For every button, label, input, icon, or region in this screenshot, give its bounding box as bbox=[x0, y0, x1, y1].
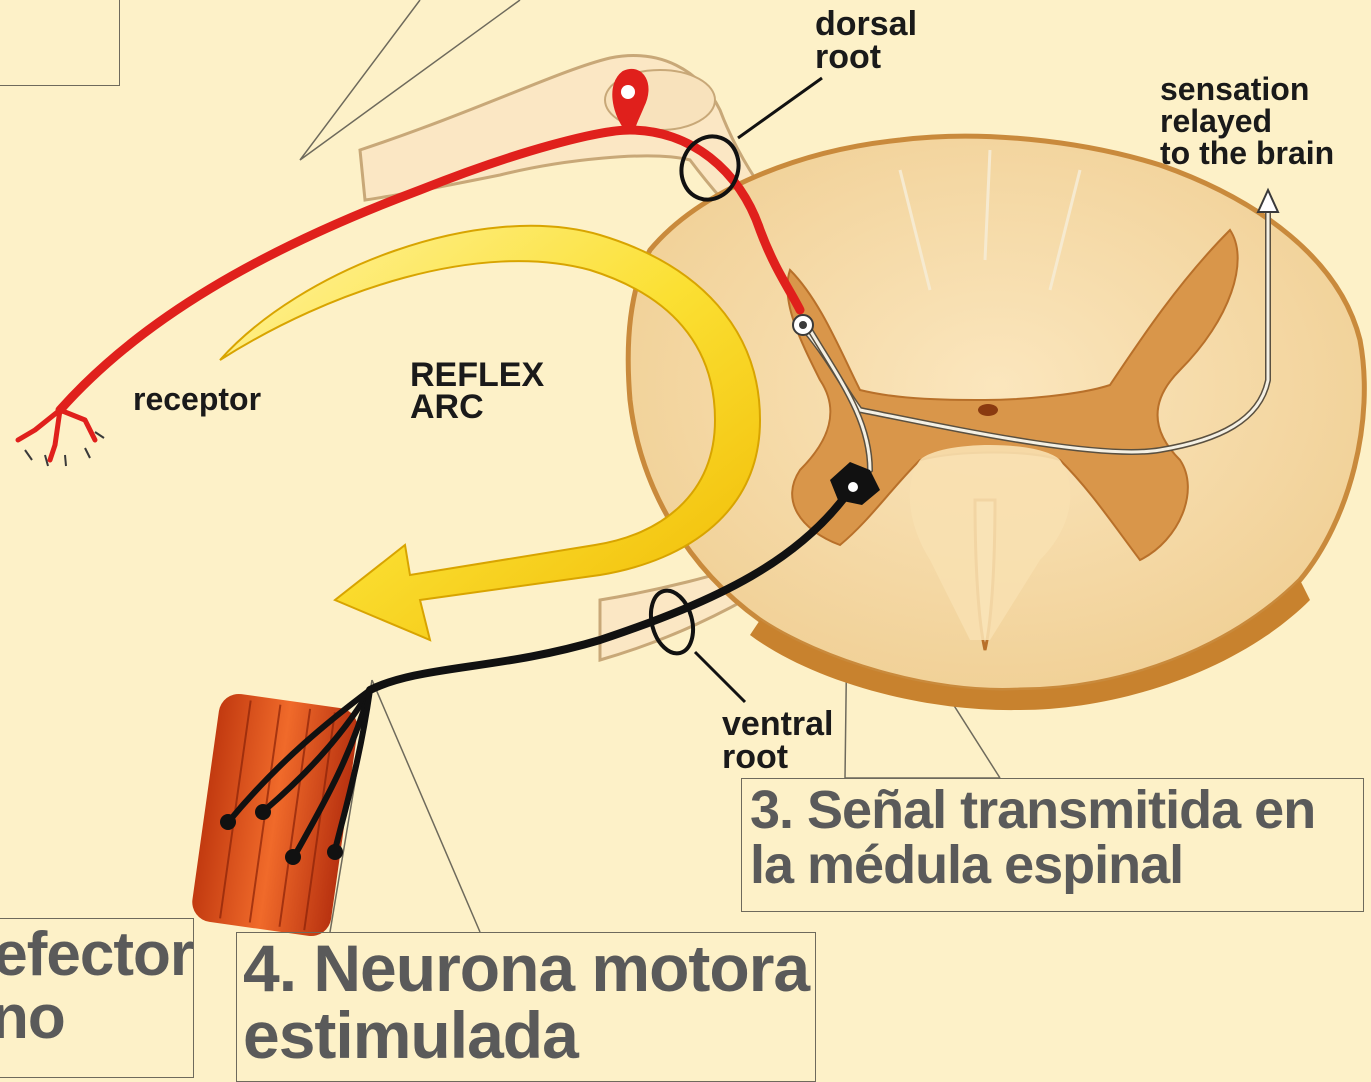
callout-step-4: 4. Neurona motora estimulada bbox=[236, 932, 816, 1082]
callout-step-5-line-1: efector bbox=[0, 923, 193, 986]
central-canal bbox=[978, 404, 998, 416]
reflex-arc-label: REFLEX ARC bbox=[410, 356, 554, 426]
callout-step-5-line-2: no bbox=[0, 986, 193, 1049]
callout-step-3-line-2: la médula espinal bbox=[750, 838, 1363, 893]
callout-step-3: 3. Señal transmitida en la médula espina… bbox=[741, 778, 1364, 912]
ventral-root-label: ventral root bbox=[722, 705, 843, 776]
sensation-label: sensation relayed to the brain bbox=[1160, 71, 1334, 171]
callout-step-3-line-1: 3. Señal transmitida en bbox=[750, 783, 1363, 838]
receptor-label: receptor bbox=[133, 381, 261, 417]
arrow-up-icon bbox=[1258, 190, 1278, 212]
dorsal-root-label: dorsal root bbox=[815, 5, 927, 76]
callout-box-partial-top bbox=[0, 0, 120, 86]
callout-step-5-partial: efector no bbox=[0, 918, 194, 1078]
callout-step-4-line-2: estimulada bbox=[243, 1002, 815, 1069]
callout-step-4-line-1: 4. Neurona motora bbox=[243, 935, 815, 1002]
